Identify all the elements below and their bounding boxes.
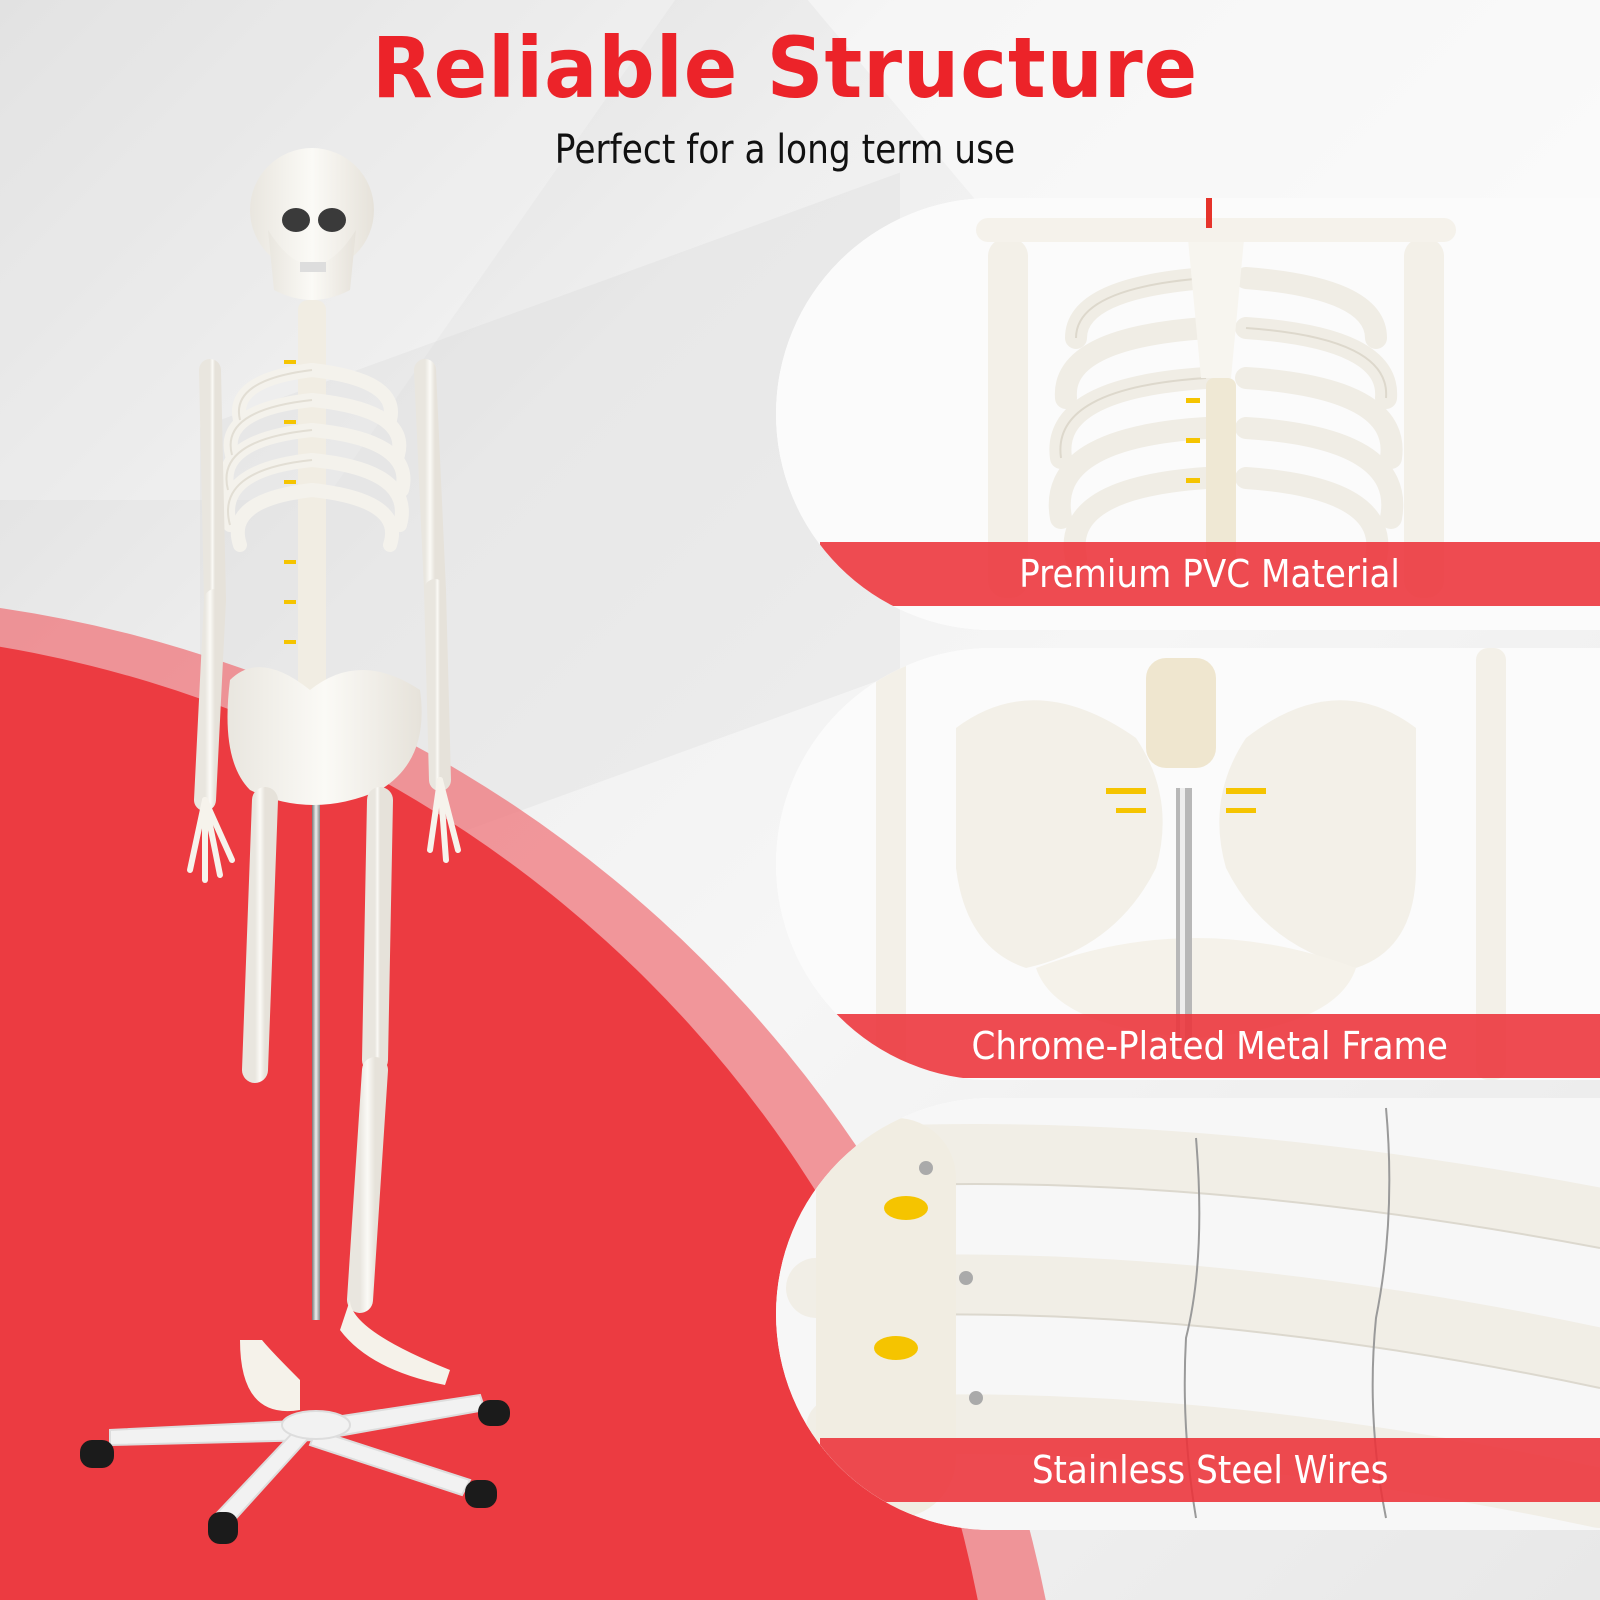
headline: Reliable Structure Perfect for a long te… bbox=[0, 18, 1570, 176]
pelvis-closeup-image bbox=[776, 648, 1600, 1080]
skeleton-model-image bbox=[80, 148, 510, 1544]
feature-label: Chrome-Plated Metal Frame bbox=[971, 1024, 1449, 1068]
feature-label-bar: Chrome-Plated Metal Frame bbox=[820, 1014, 1600, 1078]
feature-label: Premium PVC Material bbox=[1019, 552, 1401, 596]
feature-panel-steel-wires: Stainless Steel Wires bbox=[776, 1098, 1600, 1530]
feature-label-bar: Stainless Steel Wires bbox=[820, 1438, 1600, 1502]
feature-panel-pvc: Premium PVC Material bbox=[776, 198, 1600, 630]
feature-label-bar: Premium PVC Material bbox=[820, 542, 1600, 606]
feature-label: Stainless Steel Wires bbox=[1031, 1448, 1389, 1492]
page-subtitle: Perfect for a long term use bbox=[554, 127, 1016, 173]
feature-panel-metal-frame: Chrome-Plated Metal Frame bbox=[776, 648, 1600, 1080]
page-title: Reliable Structure bbox=[371, 19, 1199, 117]
